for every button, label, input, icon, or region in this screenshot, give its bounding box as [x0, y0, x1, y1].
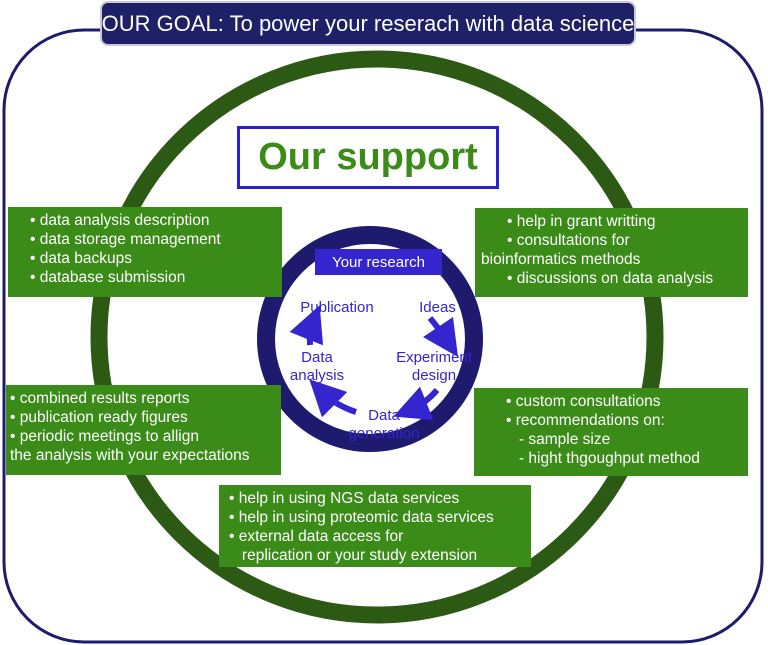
arrow-experiment-to-generation [393, 386, 440, 421]
box-data-services: • help in using NGS data services • help… [219, 485, 531, 567]
box-line: • external data access for [229, 528, 404, 545]
box-results-reports: • combined results reports • publication… [6, 385, 281, 475]
box-line: • help in grant writting [507, 213, 656, 230]
box-line: • data analysis description [30, 212, 210, 229]
step-experiment-design: Experiment design [388, 349, 480, 385]
your-research-label: Your research [315, 249, 442, 275]
step-publication: Publication [300, 299, 374, 316]
box-line: • custom consultations [506, 393, 661, 410]
box-grant-help: • help in grant writting • consultations… [475, 208, 748, 297]
box-consultations: • custom consultations • recommendations… [474, 388, 748, 476]
step-ideas: Ideas [419, 299, 456, 316]
box-line: • help in using NGS data services [229, 490, 460, 507]
step-generation-line: generation [348, 425, 420, 442]
box-data-management: • data analysis description • data stora… [8, 207, 282, 297]
box-line: • periodic meetings to allign [10, 428, 199, 445]
step-data-analysis: Data analysis [282, 349, 352, 385]
box-line: - sample size [506, 431, 611, 448]
box-line: bioinformatics methods [481, 251, 641, 268]
box-line: • discussions on data analysis [507, 270, 714, 287]
box-line: • consultations for [507, 232, 630, 249]
step-generation-line: Data [368, 407, 400, 424]
box-line: • data storage management [30, 231, 221, 248]
box-line: • publication ready figures [10, 409, 188, 426]
box-line: - hight thgoughput method [506, 450, 700, 467]
step-experiment-line: Experiment [396, 349, 472, 366]
box-line: • recommendations on: [506, 412, 665, 429]
arrow-ideas-to-experiment [423, 316, 458, 357]
arrow-generation-to-analysis [309, 379, 357, 418]
goal-banner: OUR GOAL: To power your reserach with da… [100, 1, 636, 46]
box-line: replication or your study extension [229, 547, 478, 564]
support-ring [90, 50, 664, 624]
box-line: • help in using proteomic data services [229, 509, 494, 526]
step-data-generation: Data generation [339, 407, 429, 443]
step-analysis-line: Data [301, 349, 333, 366]
arrow-analysis-to-publication [289, 305, 324, 346]
support-title: Our support [237, 126, 499, 189]
step-experiment-line: design [411, 367, 457, 384]
box-line: • database submission [30, 269, 186, 286]
step-analysis-line: analysis [289, 367, 345, 384]
box-line: • combined results reports [10, 390, 190, 407]
box-line: the analysis with your expectations [10, 447, 250, 464]
box-line: • data backups [30, 250, 132, 267]
